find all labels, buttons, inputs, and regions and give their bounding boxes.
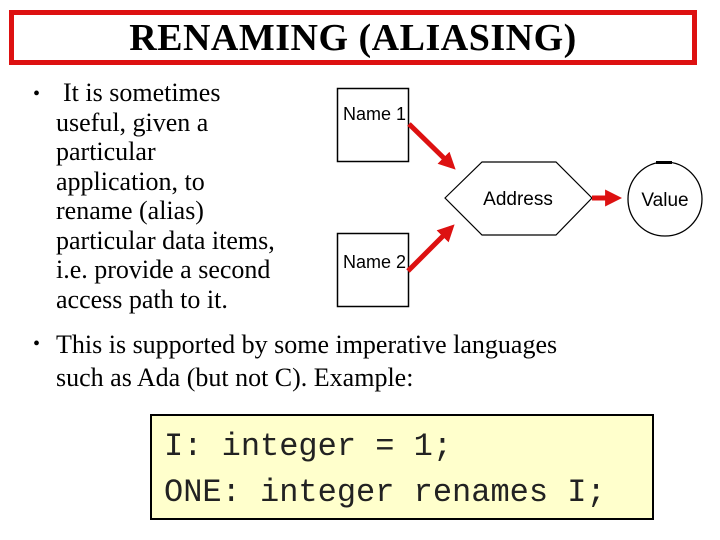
bullet-1-line: useful, given a: [56, 107, 209, 137]
bullet-marker-2: •: [33, 333, 41, 355]
title-box: RENAMING (ALIASING): [9, 10, 697, 65]
bullet-1-line: access path to it.: [56, 284, 228, 314]
name2-label: Name 2: [343, 252, 406, 272]
bullet-1-line: application, to: [56, 166, 205, 196]
address-label: Address: [483, 189, 553, 210]
bullet-1-line: particular: [56, 137, 156, 166]
bullet-1-line: particular data items,: [56, 225, 275, 255]
slide-title: RENAMING (ALIASING): [129, 16, 577, 59]
bullet-2-text: This is supported by some imperative lan…: [56, 328, 696, 394]
bullet-2-line: This is supported by some imperative lan…: [56, 330, 558, 359]
bullet-1-text: It is sometimes useful, given a particul…: [56, 78, 346, 314]
code-example-box: I: integer = 1; ONE: integer renames I;: [150, 414, 654, 520]
name1-box: [336, 87, 410, 163]
bullet-marker-1: •: [33, 83, 41, 105]
code-line: ONE: integer renames I;: [164, 474, 606, 511]
bullet-1-line: rename (alias): [56, 196, 204, 225]
bullet-1-line: It is sometimes: [63, 78, 221, 107]
code-line: I: integer = 1;: [164, 428, 453, 465]
arrow-name2-to-address: [406, 224, 455, 273]
value-label: Value: [641, 190, 688, 211]
arrow-name1-to-address: [407, 122, 456, 170]
bullet-2-line: such as Ada (but not C). Example:: [56, 363, 414, 392]
name1-label: Name 1: [343, 104, 406, 124]
bullet-1-line: i.e. provide a second: [56, 255, 271, 284]
